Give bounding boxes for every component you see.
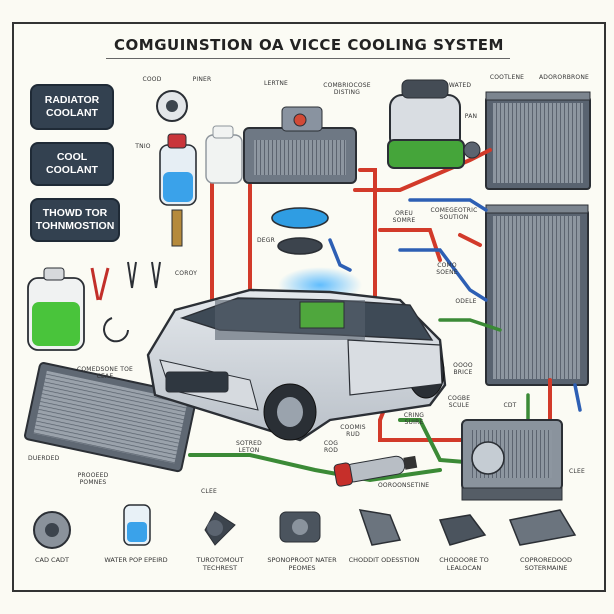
upper-right-radiator bbox=[485, 91, 591, 190]
bottom-caption-3: TUROTOMOUT TECHREST bbox=[196, 556, 244, 572]
bottom-parts bbox=[33, 504, 577, 549]
hose-connector bbox=[333, 455, 418, 487]
tools bbox=[90, 261, 161, 343]
bottom-caption-4: SPONOPROOT NATER PEOMES bbox=[267, 556, 337, 572]
label-cring-suire: CRING SUIRE bbox=[403, 412, 425, 426]
label-como-soene: COMO SOENE bbox=[436, 262, 458, 276]
label-duerded: DUERDED bbox=[28, 455, 60, 462]
label-ooroonsetine: OOROONSETINE bbox=[378, 482, 430, 489]
label-lertne: LERTNE bbox=[263, 80, 288, 87]
engine-head-part bbox=[243, 106, 357, 184]
label-odele: ODELE bbox=[455, 298, 477, 305]
coolant-bottle bbox=[159, 133, 197, 247]
title-underline bbox=[106, 58, 510, 59]
label-coroy: COROY bbox=[174, 270, 198, 277]
green-coolant-jug bbox=[27, 267, 85, 351]
label-comedsone: COMEDSONE TOE CEAE bbox=[77, 366, 133, 380]
label-clee-pump: CLEE bbox=[569, 468, 585, 475]
label-cdt: CDT bbox=[503, 402, 517, 409]
label-cood: COOD bbox=[142, 76, 162, 83]
clear-jug bbox=[205, 125, 243, 184]
bottom-caption-1: CAD CADT bbox=[34, 556, 70, 564]
label-prooeed: PROOEED POMNES bbox=[77, 472, 109, 486]
label-oreu-somre: OREU SOMRE bbox=[392, 210, 416, 224]
label-sotred-leton: SOTRED LETON bbox=[236, 440, 262, 454]
label-cog-rod: COG ROD bbox=[323, 440, 339, 454]
label-cootlene: COOTLENE bbox=[489, 74, 525, 81]
lower-right-radiator bbox=[485, 204, 589, 386]
cool-coolant-box: COOL COOLANT bbox=[32, 144, 112, 184]
label-comegeotric: COMEGEOTRIC SOUTION bbox=[430, 207, 478, 221]
label-cogbe-scule: COGBE SCULE bbox=[447, 395, 471, 409]
bottom-caption-7: COPROREDOOD SOTERMAINE bbox=[519, 556, 573, 572]
left-radiator bbox=[24, 362, 198, 473]
bottom-caption-2: WATER POP EPEIRD bbox=[104, 556, 168, 564]
label-clee-center: CLEE bbox=[201, 488, 217, 495]
fan-motor-top bbox=[156, 90, 188, 122]
car bbox=[146, 288, 447, 442]
label-oooo-brice: OOOO BRICE bbox=[453, 362, 473, 376]
water-pump-assembly bbox=[461, 419, 563, 501]
label-degr: DEGR bbox=[256, 237, 276, 244]
label-tnio: TNIO bbox=[135, 143, 151, 150]
thermostat-disc bbox=[271, 207, 329, 255]
radiator-coolant-box: RADIATOR COOLANT bbox=[32, 86, 112, 128]
label-adororbrone: ADORORBRONE bbox=[539, 74, 589, 81]
bottom-caption-5: CHODDIT ODESSTION bbox=[348, 556, 420, 564]
expansion-tank bbox=[387, 79, 481, 169]
bottom-caption-6: CHODOORE TO LEALOCAN bbox=[439, 556, 489, 572]
label-coomis-rud: COOMIS RUD bbox=[340, 424, 366, 438]
thermostat-box: THOWD TOR TOHNMOSTION bbox=[32, 200, 118, 240]
label-distng: COMBRIOCOSE DISTING bbox=[323, 82, 371, 96]
hose-network bbox=[188, 148, 582, 483]
label-piner: PINER bbox=[192, 76, 212, 83]
diagram-title: COMGUINSTION OA VICCE COOLING SYSTEM bbox=[114, 36, 504, 54]
label-wated: WATED bbox=[448, 82, 472, 89]
label-pan: PAN bbox=[464, 113, 478, 120]
